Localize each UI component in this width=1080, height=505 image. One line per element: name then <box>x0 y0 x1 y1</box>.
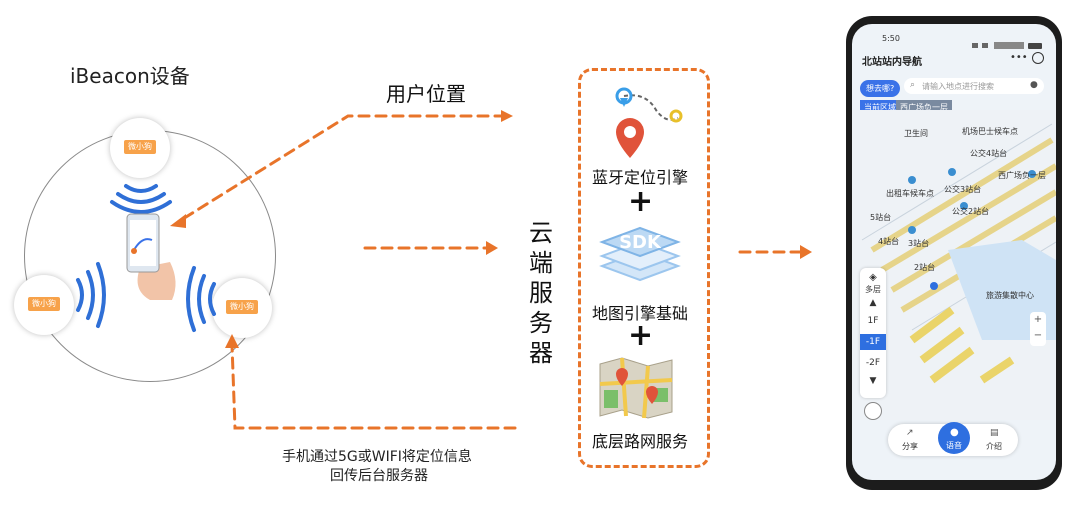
map-label: 机场巴士候车点 <box>962 127 1018 136</box>
locate-me-icon[interactable] <box>864 402 882 420</box>
search-input[interactable]: ⌕ 请输入地点进行搜索 ● <box>904 78 1044 94</box>
floor-button-minus1f[interactable]: -1F <box>860 334 886 350</box>
zoom-in-button[interactable]: + <box>1033 314 1043 325</box>
sdk-layers-icon: SDK <box>599 226 681 282</box>
share-button[interactable]: 分享 <box>902 442 918 451</box>
intro-button[interactable]: 介绍 <box>986 442 1002 451</box>
map-label: 卫生间 <box>904 129 928 138</box>
map-label: 5站台 <box>870 213 892 222</box>
mic-icon[interactable]: ● <box>1030 80 1038 90</box>
microphone-icon: ● <box>950 427 959 438</box>
signal-waves-left <box>76 262 106 328</box>
location-pins-icon <box>615 87 683 158</box>
floor-selector: ◈ 多层 ▲ 1F -1F -2F ▼ <box>860 268 886 398</box>
beacon-device-right: 微小狗 <box>212 278 272 338</box>
search-placeholder: 请输入地点进行搜索 <box>922 82 994 91</box>
intro-doc-icon[interactable]: ▤ <box>990 428 999 438</box>
layers-icon[interactable]: ◈ <box>869 272 877 283</box>
ibeacon-title: iBeacon设备 <box>70 64 190 88</box>
floor-button-minus2f[interactable]: -2F <box>865 358 881 368</box>
parking-stripes <box>909 306 1015 384</box>
map-label: 2站台 <box>914 263 936 272</box>
floor-button-1f[interactable]: 1F <box>867 316 879 326</box>
arrowhead-to-phone <box>800 245 812 259</box>
plus-sign-1: + <box>628 184 654 219</box>
zoom-controls: + − <box>1030 312 1046 346</box>
voice-button[interactable]: ● 语音 <box>938 422 970 454</box>
phone-in-hand-icon <box>126 213 176 300</box>
arrowhead-user-location <box>170 214 186 228</box>
map-label: 旅游集散中心 <box>986 291 1034 300</box>
cloud-server-title: 云端服务器 <box>529 219 553 367</box>
beacon-label: 微小狗 <box>230 302 254 311</box>
signal-waves-top <box>110 184 172 214</box>
beacon-label: 微小狗 <box>128 142 152 151</box>
beacon-device-left: 微小狗 <box>14 275 74 335</box>
arrow-report-back-path <box>230 343 517 430</box>
map-label: 3站台 <box>908 239 930 248</box>
user-location-dot <box>930 282 938 290</box>
service-road-network: 底层路网服务 <box>592 432 689 451</box>
floor-down-chevron-icon[interactable]: ▼ <box>869 376 877 386</box>
floor-up-chevron-icon[interactable]: ▲ <box>869 298 877 308</box>
close-mini-program-icon[interactable] <box>1032 52 1044 64</box>
status-icons <box>972 34 1044 49</box>
map-label: 4站台 <box>878 237 900 246</box>
arrowhead-report-back <box>225 334 239 348</box>
map-label: 公交2站台 <box>952 207 990 216</box>
bus-stop-icons <box>908 168 1036 234</box>
layers-label: 多层 <box>865 285 881 294</box>
share-icon[interactable]: ↗ <box>906 428 914 438</box>
cloud-server-box <box>578 68 710 468</box>
map-label: 出租车候车点 <box>886 189 934 198</box>
sdk-label: SDK <box>619 232 662 253</box>
app-title: 北站站内导航 <box>862 57 922 68</box>
report-text-line1: 手机通过5G或WIFI将定位信息 <box>282 449 472 465</box>
signal-waves-right <box>186 266 216 332</box>
zoom-out-button[interactable]: − <box>1033 330 1043 341</box>
report-text-line2: 回传后台服务器 <box>330 468 428 484</box>
map-label: 公交4站台 <box>970 149 1008 158</box>
road-map-icon <box>599 357 673 419</box>
search-icon: ⌕ <box>910 80 916 90</box>
service-map-engine: 地图引擎基础 <box>592 304 689 323</box>
status-time: 5:50 <box>882 34 900 43</box>
where-to-button[interactable]: 想去哪? <box>860 80 901 97</box>
station-hall-area <box>948 240 1056 340</box>
beacon-label: 微小狗 <box>32 299 56 308</box>
indoor-map[interactable] <box>852 110 1056 420</box>
service-bluetooth-engine: 蓝牙定位引擎 <box>592 168 689 187</box>
map-label: 西广场负一层 <box>998 171 1046 180</box>
map-label: 公交3站台 <box>944 185 982 194</box>
more-menu-icon[interactable]: ••• <box>1010 52 1028 63</box>
beacon-signals-graphic <box>76 184 216 332</box>
arrow-user-location-path <box>176 114 507 224</box>
user-location-label: 用户位置 <box>386 82 466 106</box>
arrowhead-to-cloud <box>486 241 498 255</box>
voice-label: 语音 <box>946 441 962 450</box>
plus-sign-2: + <box>628 318 654 353</box>
arrowhead-user-location-start <box>501 110 513 122</box>
beacon-device-top: 微小狗 <box>110 118 170 178</box>
